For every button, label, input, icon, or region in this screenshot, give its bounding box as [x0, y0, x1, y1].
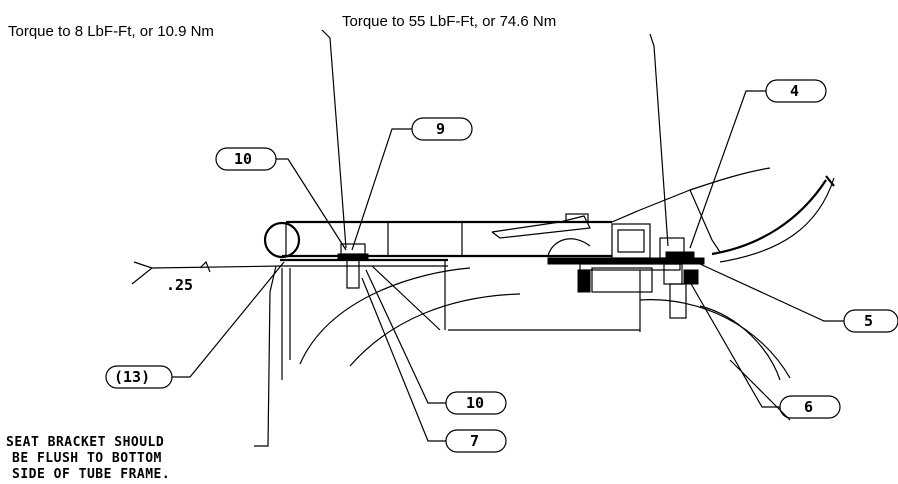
seat-bracket-note-line3: SIDE OF TUBE FRAME. — [12, 467, 170, 482]
callout-9: 9 — [351, 117, 473, 251]
svg-text:9: 9 — [436, 120, 445, 138]
large-bolt-assembly — [547, 237, 705, 319]
seat-bracket-note-line1: SEAT BRACKET SHOULD — [6, 435, 164, 450]
small-bolt — [337, 243, 369, 289]
weld-symbol: .25 — [131, 260, 283, 294]
callout-6: 6 — [689, 281, 841, 419]
callout-10-top: 10 — [215, 147, 347, 251]
torque-left-leader — [321, 29, 347, 249]
svg-text:10: 10 — [466, 394, 484, 412]
svg-text:(13): (13) — [114, 368, 150, 386]
torque-note-left: Torque to 8 LbF-Ft, or 10.9 Nm — [8, 23, 214, 40]
svg-text:4: 4 — [790, 82, 799, 100]
callout-7: 7 — [361, 277, 507, 453]
seat-bracket-note: SEAT BRACKET SHOULD BE FLUSH TO BOTTOM S… — [6, 265, 277, 482]
seat-bracket — [280, 258, 448, 380]
tube-frame-circle — [263, 221, 301, 259]
callout-5: 5 — [699, 263, 898, 333]
svg-text:7: 7 — [470, 432, 479, 450]
svg-text:10: 10 — [234, 150, 252, 168]
torque-note-right: Torque to 55 LbF-Ft, or 74.6 Nm — [342, 13, 556, 30]
seat-bracket-note-line2: BE FLUSH TO BOTTOM — [12, 451, 162, 466]
svg-text:6: 6 — [804, 398, 813, 416]
callout-13: (13) — [105, 261, 285, 389]
seat-pan — [491, 167, 835, 263]
callout-4: 4 — [689, 79, 827, 249]
lower-frame — [299, 267, 791, 421]
callout-10-bottom: 10 — [365, 269, 507, 415]
torque-right-leader — [649, 33, 669, 247]
svg-text:5: 5 — [864, 312, 873, 330]
weld-size-label: .25 — [166, 276, 193, 294]
